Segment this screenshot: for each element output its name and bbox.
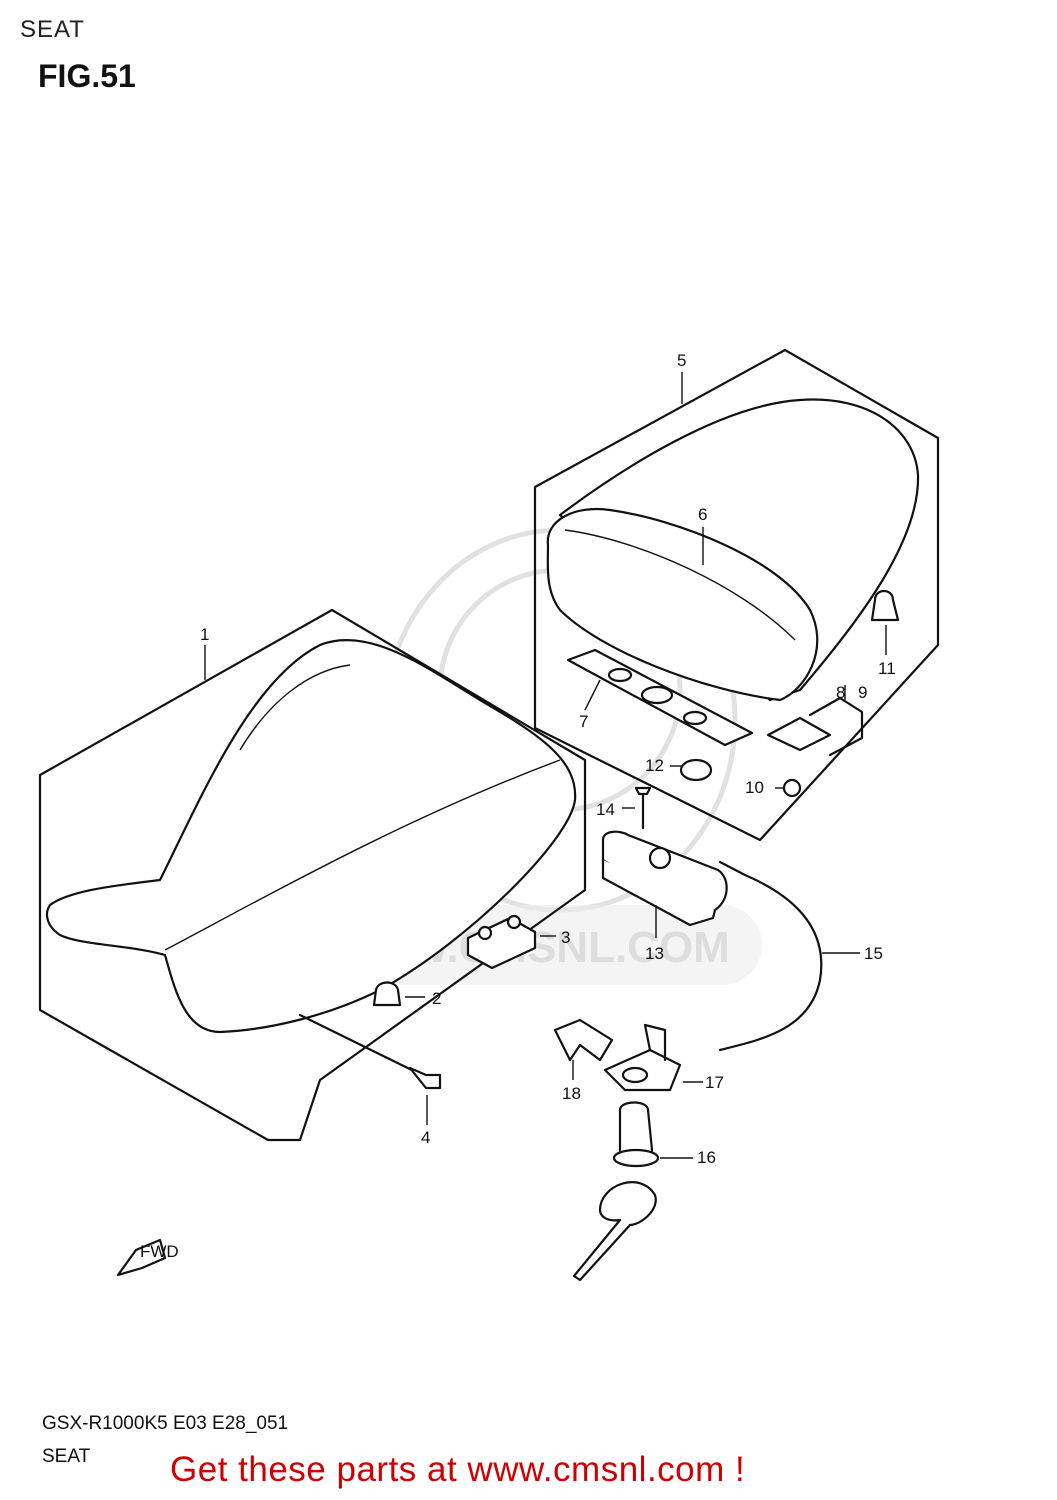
svg-text:FWD: FWD [140, 1242, 179, 1261]
clip-18[interactable] [553, 1018, 614, 1062]
seat-lock-cable[interactable] [718, 860, 823, 1052]
callout-5: 5 [677, 351, 686, 370]
page-header-title: SEAT [20, 16, 85, 43]
figure-number: FIG.51 [38, 58, 136, 94]
callout-17: 17 [705, 1073, 724, 1092]
callout-4: 4 [421, 1128, 430, 1147]
rear-seat-frame [533, 348, 940, 842]
callout-9: 9 [858, 683, 867, 702]
rubber-cushion-2[interactable] [372, 981, 402, 1007]
seat-lock-plate[interactable] [601, 830, 728, 917]
callout-13: 13 [645, 944, 664, 963]
footer-model-code: GSX-R1000K5 E03 E28_051 [42, 1413, 289, 1434]
callout-18: 18 [562, 1084, 581, 1103]
bushing-12[interactable] [679, 758, 713, 782]
callout-labels: 1 2 3 4 5 6 7 8 9 10 11 12 13 14 15 16 1… [200, 351, 896, 1167]
callout-7: 7 [579, 712, 588, 731]
fwd-arrow-icon: FWD [116, 1238, 179, 1277]
callout-16: 16 [697, 1148, 716, 1167]
callout-6: 6 [698, 505, 707, 524]
callout-10: 10 [745, 778, 764, 797]
rubber-cushion-11[interactable] [870, 589, 900, 622]
front-seat[interactable] [45, 639, 577, 1034]
cta-link[interactable]: Get these parts at www.cmsnl.com ! [170, 1450, 746, 1489]
callout-12: 12 [645, 756, 664, 775]
footer-section: SEAT [42, 1446, 91, 1467]
callout-15: 15 [864, 944, 883, 963]
rear-seat-cover[interactable] [558, 398, 920, 702]
nut-10[interactable] [782, 778, 802, 798]
callout-14: 14 [596, 800, 615, 819]
front-seat-frame [38, 608, 587, 1142]
rear-seat-pad[interactable] [546, 507, 819, 702]
callout-2: 2 [432, 989, 441, 1008]
callout-8: 8 [836, 683, 845, 702]
key[interactable] [572, 1181, 657, 1282]
seat-hook[interactable] [766, 716, 832, 752]
callout-11: 11 [878, 659, 896, 678]
callout-1: 1 [200, 625, 209, 644]
bolt-4[interactable] [408, 1066, 442, 1090]
callout-3: 3 [561, 928, 570, 947]
